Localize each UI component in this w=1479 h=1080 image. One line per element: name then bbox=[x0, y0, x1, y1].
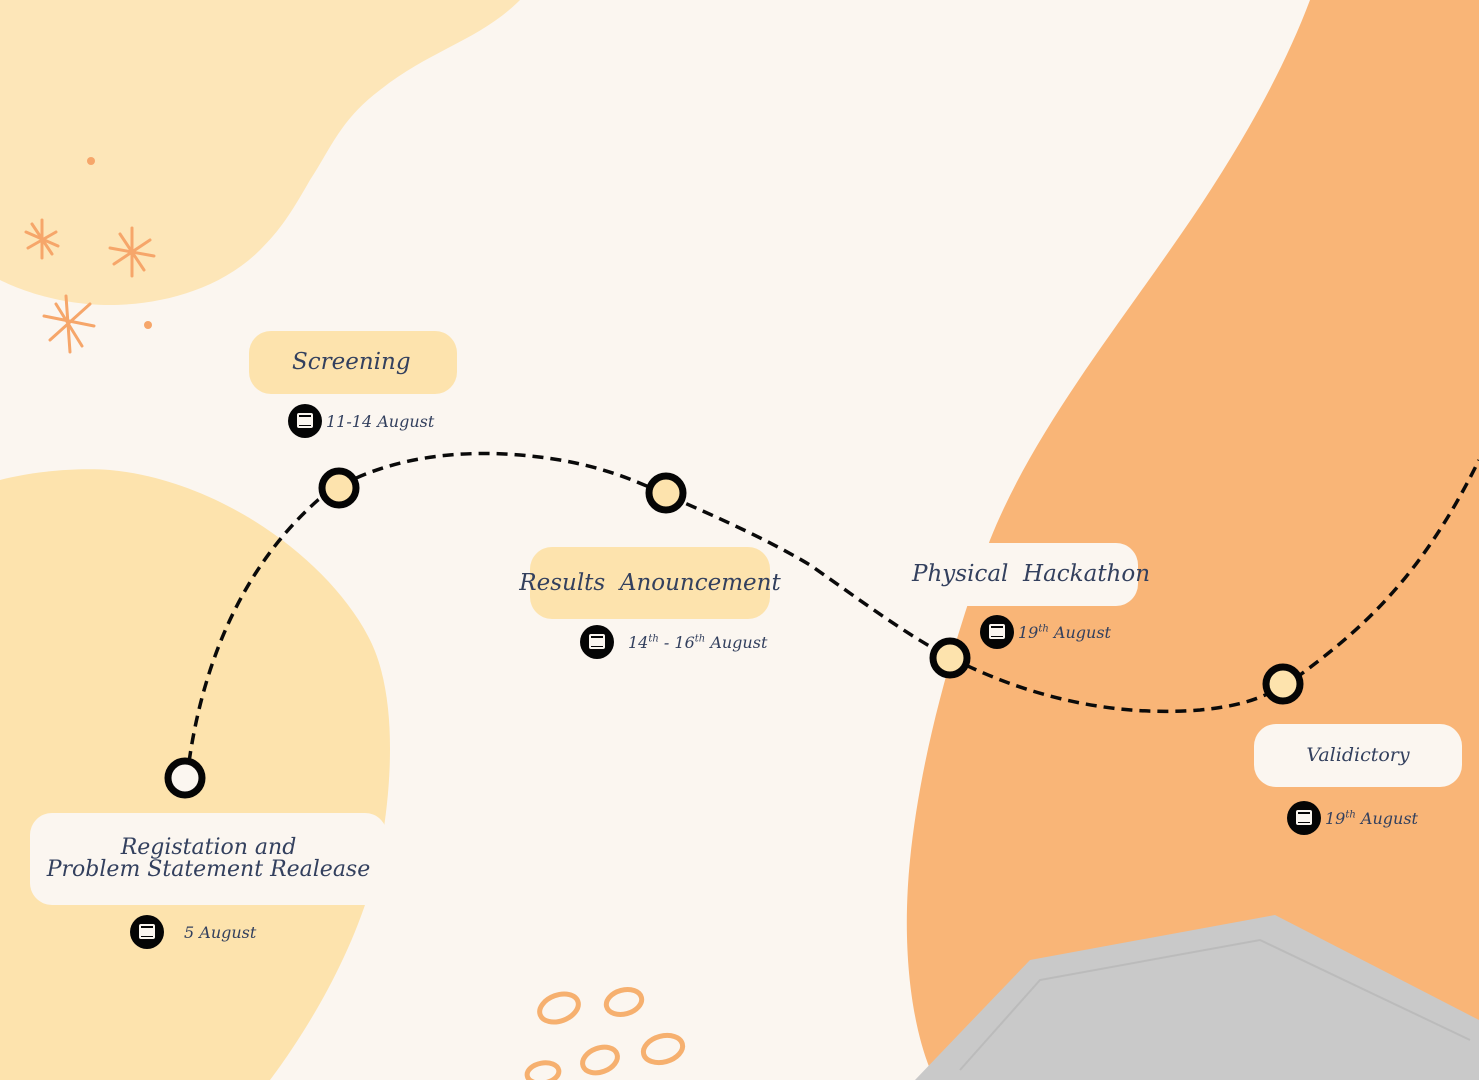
date-start-sup: th bbox=[648, 633, 659, 645]
date-suffix: August bbox=[1048, 622, 1111, 642]
milestone-results-label: Results Anouncement bbox=[519, 547, 781, 619]
date-day: 19 bbox=[1018, 622, 1039, 642]
milestone-hackathon-label: Physical Hackathon bbox=[898, 543, 1150, 606]
date-text: 14th - 16th August bbox=[628, 633, 767, 652]
date-day: 19 bbox=[1325, 808, 1346, 828]
milestone-registration-title-line1: Registation and bbox=[120, 835, 297, 860]
milestone-validictory-date: 19th August bbox=[1287, 801, 1418, 835]
date-sep: - bbox=[658, 632, 675, 652]
date-suffix: August bbox=[1355, 808, 1418, 828]
milestone-results-date: 14th - 16th August bbox=[580, 625, 767, 659]
date-suffix: August bbox=[705, 632, 768, 652]
date-text: 5 August bbox=[184, 922, 257, 942]
milestone-registration-date: 5 August bbox=[130, 915, 256, 949]
calendar-icon bbox=[288, 404, 322, 438]
calendar-icon bbox=[580, 625, 614, 659]
milestone-hackathon-title: Physical Hackathon bbox=[912, 561, 1151, 587]
milestone-hackathon-date: 19th August bbox=[980, 615, 1111, 649]
date-start: 14 bbox=[628, 632, 649, 652]
milestone-registration-title-line2: Problem Statement Realease bbox=[46, 857, 371, 882]
calendar-icon bbox=[1287, 801, 1321, 835]
calendar-icon bbox=[130, 915, 164, 949]
star-icon bbox=[24, 218, 156, 354]
date-text: 11-14 August bbox=[326, 411, 435, 431]
milestone-screening-label: Screening bbox=[249, 331, 457, 394]
top-left-blob bbox=[0, 0, 520, 305]
bottom-grey-shape bbox=[915, 915, 1479, 1080]
date-sup: th bbox=[1038, 623, 1049, 635]
milestone-node bbox=[164, 467, 1304, 799]
date-end-sup: th bbox=[694, 633, 706, 645]
ring-icon bbox=[524, 987, 686, 1080]
milestone-results-title: Results Anouncement bbox=[519, 569, 781, 596]
date-end: 16 bbox=[674, 632, 695, 652]
milestone-validictory-label: Validictory bbox=[1254, 724, 1462, 787]
milestone-registration-label: Registation and Problem Statement Realea… bbox=[30, 813, 387, 905]
right-orange-shape bbox=[906, 0, 1479, 1080]
milestone-screening-date: 11-14 August bbox=[288, 404, 434, 438]
calendar-icon bbox=[980, 615, 1014, 649]
date-sup: th bbox=[1345, 809, 1356, 821]
milestone-validictory-title: Validictory bbox=[1306, 744, 1410, 766]
milestone-screening-title: Screening bbox=[292, 349, 411, 375]
date-text: 19th August bbox=[1325, 809, 1418, 828]
date-text: 19th August bbox=[1018, 623, 1111, 642]
